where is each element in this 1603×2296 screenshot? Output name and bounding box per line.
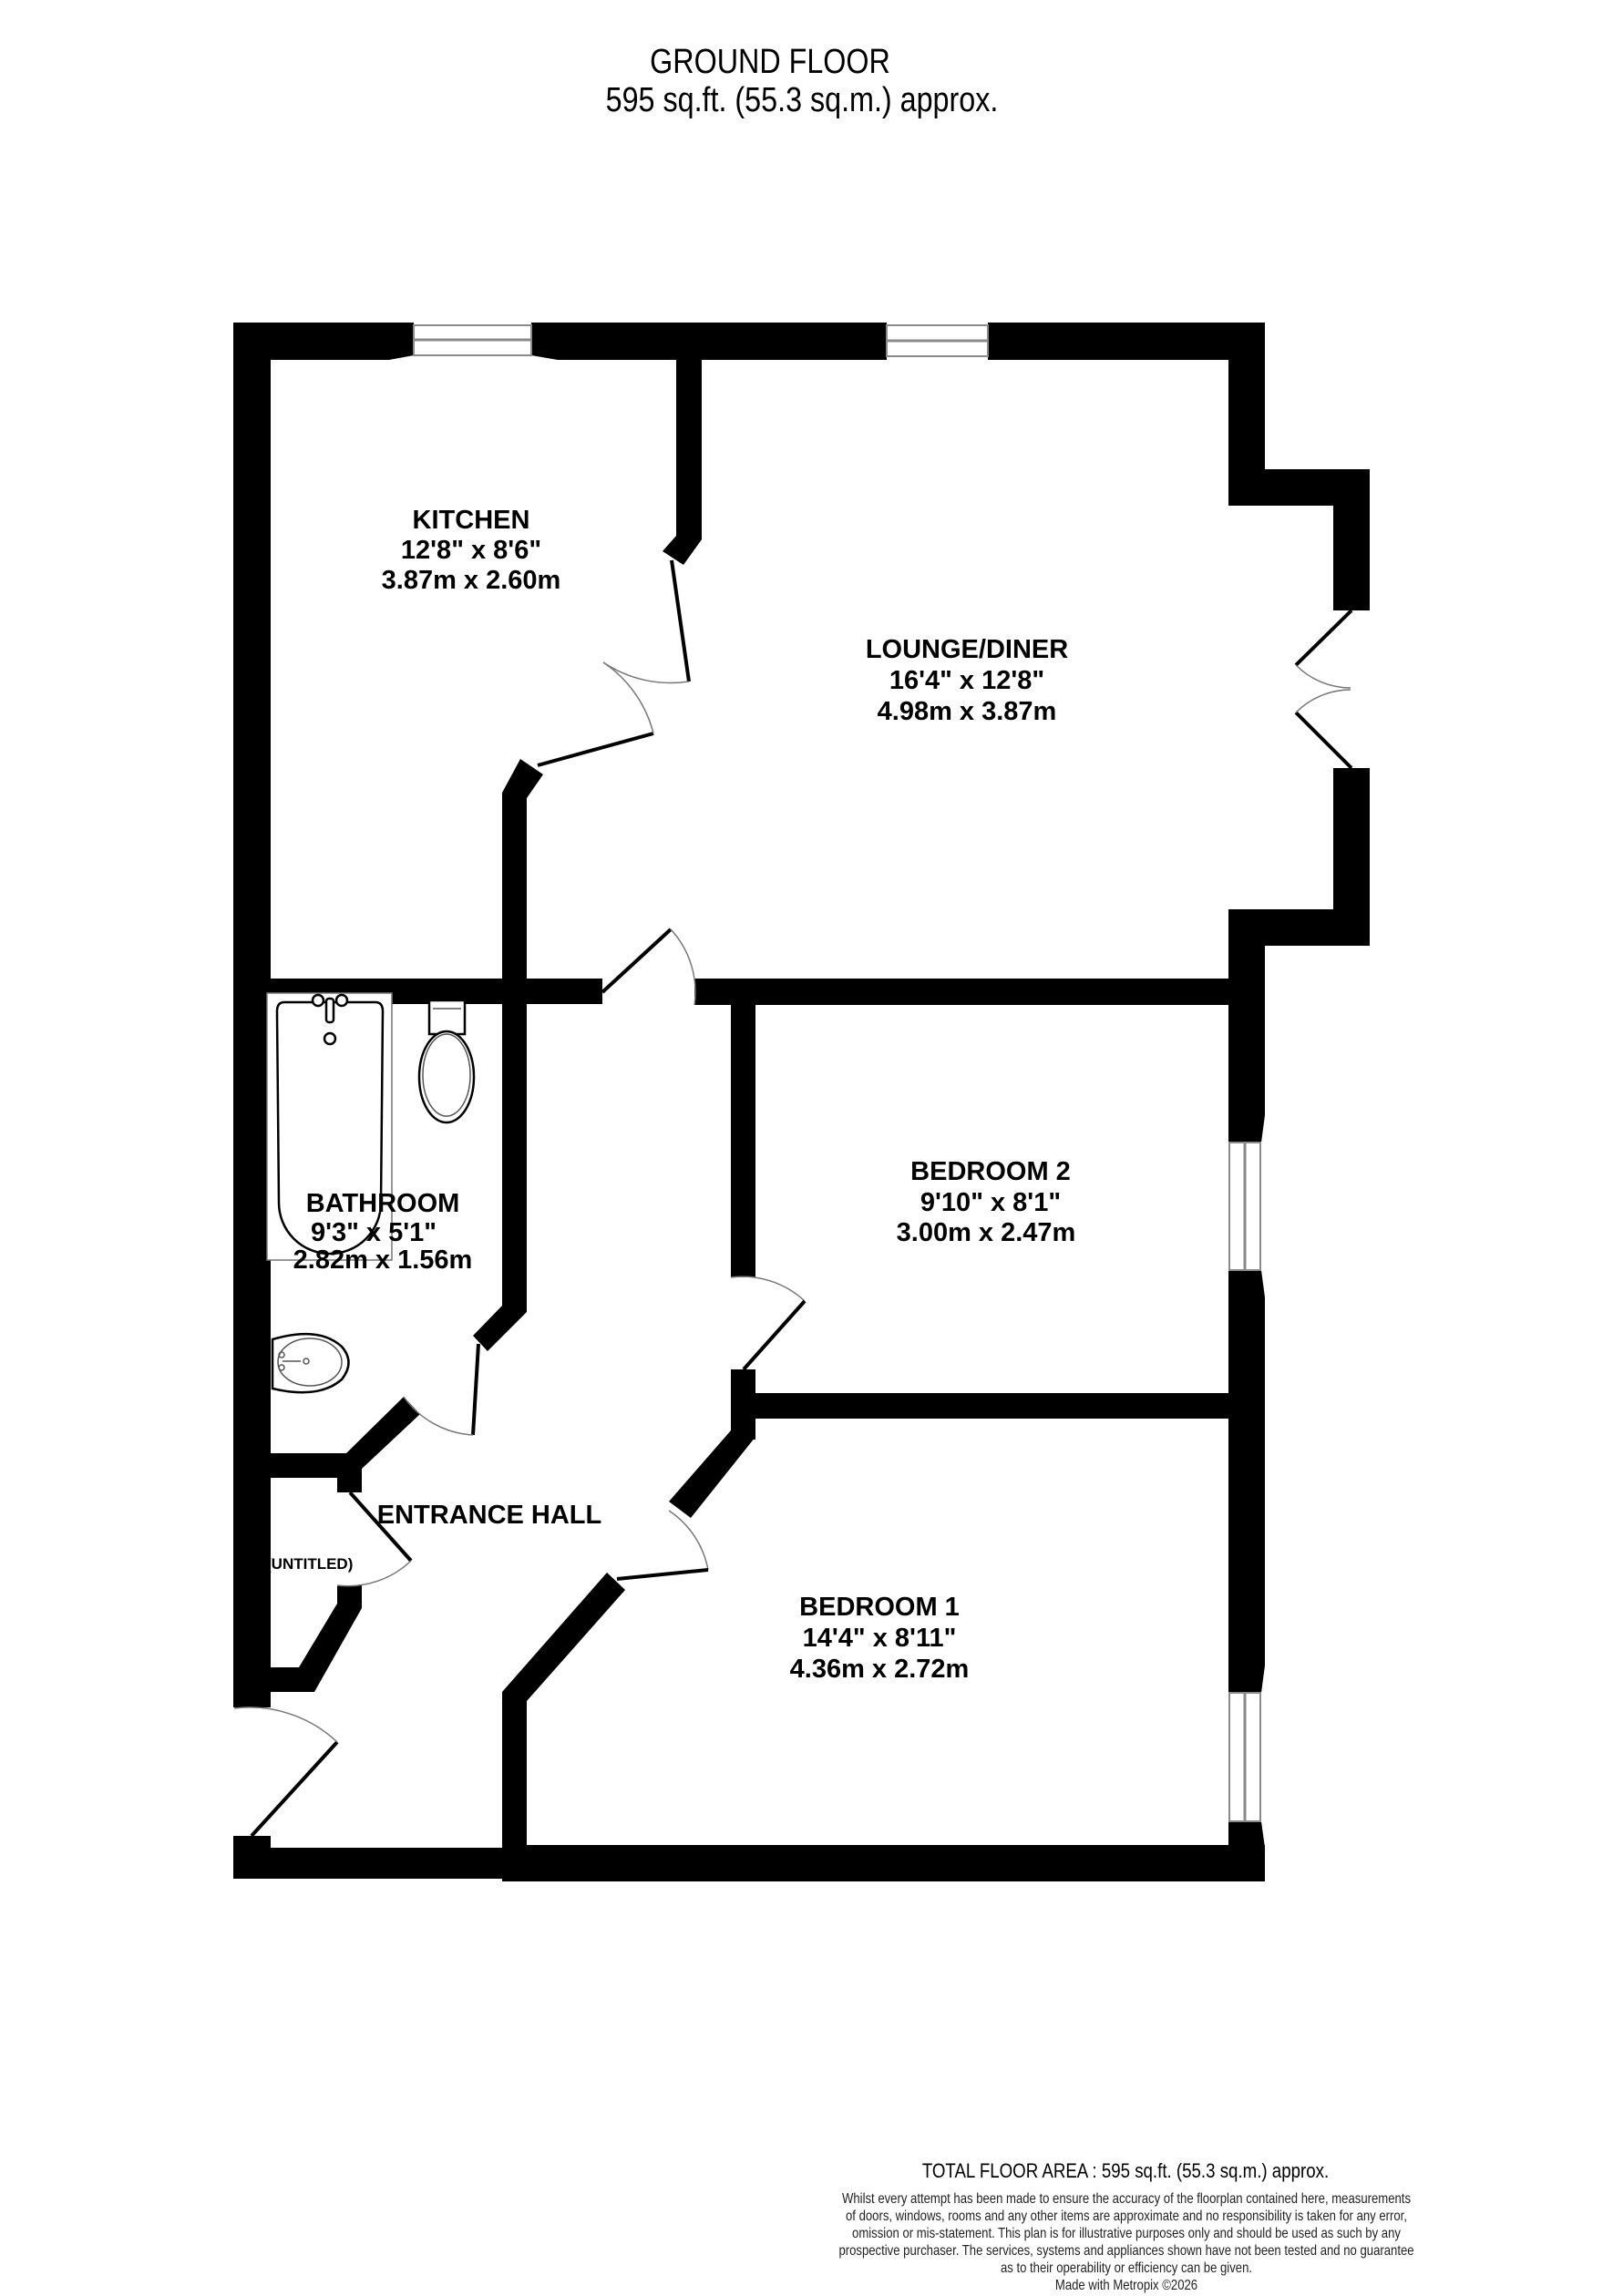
lounge-window bbox=[886, 324, 989, 357]
room-size-imperial: 12'8" x 8'6" bbox=[401, 536, 541, 565]
kitchen-window bbox=[413, 324, 532, 356]
room-name: BATHROOM bbox=[306, 1189, 460, 1218]
wall-kitchen-lounge-angle bbox=[663, 536, 702, 565]
windows bbox=[413, 324, 1261, 1822]
wall-cupboard-block-top bbox=[337, 1469, 362, 1492]
disclaimer-line: Whilst every attempt has been made to en… bbox=[842, 2191, 1411, 2207]
wall-bath-hall-angle bbox=[473, 1306, 527, 1351]
wall-bath-lower-angle bbox=[344, 1397, 420, 1469]
bathtub-icon bbox=[266, 992, 393, 1261]
wall-right-mid bbox=[1228, 909, 1265, 1115]
fixtures bbox=[266, 992, 476, 1394]
room-label-bedroom2: BEDROOM 2 9'10" x 8'1" 3.00m x 2.47m bbox=[897, 1157, 1076, 1247]
wall-bottom-left bbox=[233, 1848, 502, 1879]
room-label-bathroom: BATHROOM 9'3" x 5'1" 2.82m x 1.56m bbox=[293, 1189, 473, 1275]
wall-bottom-right bbox=[502, 1845, 1265, 1881]
wall-bed1-angle-lower bbox=[502, 1573, 625, 1704]
wall-bay-upper bbox=[1333, 469, 1370, 610]
room-size-metric: 3.00m x 2.47m bbox=[897, 1218, 1076, 1247]
wall-cupboard-angle bbox=[299, 1604, 362, 1692]
header: GROUND FLOOR 595 sq.ft. (55.3 sq.m.) app… bbox=[606, 43, 999, 119]
bedroom2-window bbox=[1228, 1142, 1261, 1271]
window-reveal bbox=[1228, 1270, 1265, 1297]
doors bbox=[233, 559, 1353, 1838]
room-size-imperial: 9'10" x 8'1" bbox=[920, 1188, 1061, 1217]
room-size-metric: 4.98m x 3.87m bbox=[878, 697, 1057, 726]
room-name: KITCHEN bbox=[413, 506, 530, 535]
wall-cupboard-bottom bbox=[271, 1667, 314, 1692]
room-name: BEDROOM 2 bbox=[910, 1157, 1071, 1186]
room-label-kitchen: KITCHEN 12'8" x 8'6" 3.87m x 2.60m bbox=[382, 506, 561, 595]
room-size-metric: 4.36m x 2.72m bbox=[790, 1655, 970, 1684]
window-reveal bbox=[389, 323, 414, 360]
room-name: (UNTITLED) bbox=[266, 1555, 353, 1573]
disclaimer-line: of doors, windows, rooms and any other i… bbox=[846, 2209, 1407, 2224]
window-reveal bbox=[531, 323, 558, 360]
bedroom2-door bbox=[730, 1276, 807, 1371]
credit: Made with Metropix ©2026 bbox=[1055, 2278, 1197, 2293]
window-reveal bbox=[1228, 1821, 1265, 1848]
window-reveal bbox=[988, 323, 1011, 360]
room-size-imperial: 9'3" x 5'1" bbox=[311, 1218, 437, 1247]
room-name: ENTRANCE HALL bbox=[377, 1501, 602, 1530]
wall-bed1-angle-upper bbox=[669, 1430, 755, 1518]
disclaimer-line: omission or mis-statement. This plan is … bbox=[852, 2226, 1401, 2241]
wall-left-overlay bbox=[233, 1540, 271, 1576]
floor-title: GROUND FLOOR bbox=[650, 43, 890, 81]
bathroom-door bbox=[403, 1343, 480, 1436]
cupboard-door bbox=[336, 1491, 413, 1587]
french-doors bbox=[1294, 609, 1353, 770]
room-name: LOUNGE/DINER bbox=[866, 635, 1068, 664]
bedroom1-window bbox=[1228, 1692, 1261, 1822]
walls bbox=[233, 323, 1370, 1881]
window-reveal bbox=[864, 323, 887, 360]
room-label-cupboard: (UNTITLED) bbox=[266, 1555, 353, 1573]
wall-right-lower bbox=[1228, 1297, 1265, 1666]
wall-left bbox=[233, 323, 271, 1707]
wall-kitchen-lounge bbox=[676, 360, 702, 536]
wall-top-middle bbox=[558, 323, 864, 360]
window-reveal bbox=[1228, 1666, 1265, 1693]
room-size-imperial: 14'4" x 8'11" bbox=[803, 1624, 957, 1653]
wall-lounge-bed2 bbox=[694, 979, 1228, 1005]
disclaimer-line: prospective purchaser. The services, sys… bbox=[838, 2243, 1413, 2259]
sink-icon bbox=[271, 1332, 350, 1394]
room-size-metric: 3.87m x 2.60m bbox=[382, 566, 561, 595]
total-floor-area: TOTAL FLOOR AREA : 595 sq.ft. (55.3 sq.m… bbox=[922, 2161, 1329, 2183]
wall-bed2-bed1 bbox=[755, 1393, 1228, 1419]
wall-bed2-bed1-block bbox=[731, 1369, 755, 1440]
toilet-icon bbox=[417, 999, 476, 1124]
disclaimer-line: as to their operability or efficiency ca… bbox=[1001, 2260, 1252, 2276]
room-size-metric: 2.82m x 1.56m bbox=[293, 1245, 473, 1275]
kitchen-door bbox=[537, 559, 691, 767]
wall-bed1-left bbox=[502, 1692, 527, 1881]
room-label-bedroom1: BEDROOM 1 14'4" x 8'11" 4.36m x 2.72m bbox=[790, 1593, 970, 1684]
room-size-imperial: 16'4" x 12'8" bbox=[889, 666, 1044, 695]
room-name: BEDROOM 1 bbox=[799, 1593, 960, 1622]
wall-bed2-left bbox=[731, 1005, 755, 1277]
lounge-door bbox=[601, 928, 696, 1006]
wall-kitchen-hall bbox=[502, 793, 527, 1306]
wall-kitchen-hall-angle bbox=[502, 759, 543, 798]
room-label-lounge: LOUNGE/DINER 16'4" x 12'8" 4.98m x 3.87m bbox=[866, 635, 1068, 726]
floor-area: 595 sq.ft. (55.3 sq.m.) approx. bbox=[606, 81, 999, 119]
footer: TOTAL FLOOR AREA : 595 sq.ft. (55.3 sq.m… bbox=[838, 2161, 1413, 2294]
window-reveal bbox=[1228, 1115, 1265, 1143]
room-label-entrance-hall: ENTRANCE HALL bbox=[377, 1501, 602, 1530]
front-door bbox=[233, 1707, 339, 1838]
bedroom1-door bbox=[616, 1510, 709, 1581]
wall-top-right bbox=[1011, 323, 1265, 360]
